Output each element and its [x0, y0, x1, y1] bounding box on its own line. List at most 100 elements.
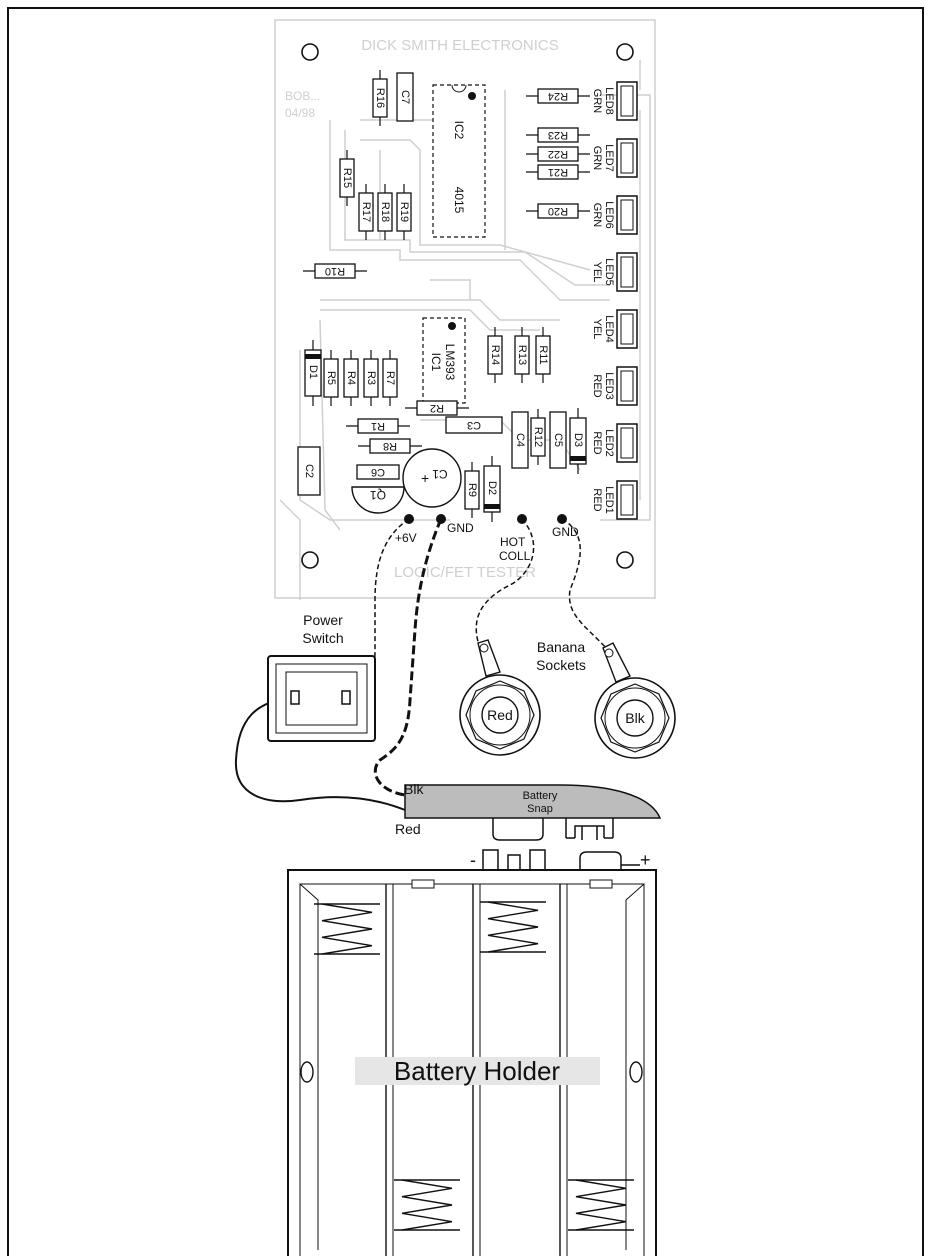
resistor-label: R1 — [371, 420, 385, 432]
spring-icon — [394, 1179, 460, 1231]
c1-polarity: + — [421, 470, 429, 486]
capacitor-label: C2 — [303, 464, 315, 478]
wire-red-label: Red — [395, 821, 421, 837]
resistor-label: R16 — [374, 88, 386, 108]
ic2-ref: IC2 — [452, 121, 466, 140]
pad-label-6v: +6V — [395, 531, 417, 545]
spring-icon — [480, 901, 546, 953]
pad-label-coll: COLL — [499, 549, 531, 563]
c1-ref: C1 — [432, 467, 448, 481]
ic1: IC1 LM393 — [422, 317, 466, 404]
resistor-r13: R13 — [514, 327, 530, 383]
resistor-r19: R19 — [396, 184, 412, 240]
led-ref-label: LED4 — [603, 315, 615, 343]
spring-icon — [314, 903, 380, 955]
capacitor-label: C6 — [371, 466, 385, 478]
pad-label-gnd: GND — [447, 521, 474, 535]
resistor-r9: R9 — [464, 462, 480, 518]
mounting-hole — [616, 43, 634, 61]
resistor-label: R13 — [516, 345, 528, 365]
ic1-part: LM393 — [443, 344, 457, 381]
resistor-r18: R18 — [377, 184, 393, 240]
resistor-r15: R15 — [339, 150, 355, 206]
mounting-hole — [301, 43, 319, 61]
led-color-label: GRN — [591, 146, 603, 171]
resistor-r17: R17 — [358, 184, 374, 240]
capacitor-label: C7 — [399, 90, 411, 104]
board-version-text: BOB... — [285, 89, 320, 103]
resistor-r4: R4 — [343, 350, 359, 406]
led-color-label: YEL — [591, 319, 603, 340]
resistor-label: R24 — [548, 90, 568, 102]
q1-ref: Q1 — [370, 488, 386, 502]
led-ref-label: LED3 — [603, 372, 615, 400]
resistor-label: R21 — [548, 166, 568, 178]
resistor-r1: R1 — [346, 418, 410, 434]
led-color-label: YEL — [591, 262, 603, 283]
resistor-r10: R10 — [303, 263, 367, 279]
resistor-label: R8 — [383, 440, 397, 452]
outer-frame — [7, 7, 924, 1256]
led-ref-label: LED2 — [603, 429, 615, 457]
led-ref-label: LED7 — [603, 144, 615, 172]
mounting-hole — [301, 551, 319, 569]
capacitor-c4: C4 — [511, 411, 529, 469]
resistor-label: R7 — [384, 371, 396, 385]
spring-icon — [568, 1179, 634, 1231]
resistor-r7: R7 — [382, 350, 398, 406]
wire-blk-label: Blk — [404, 781, 424, 797]
capacitor-c6: C6 — [356, 464, 400, 480]
resistor-label: R14 — [489, 345, 501, 365]
battery-holder-label: Battery Holder — [394, 1056, 561, 1086]
diode-d3: D3 — [569, 408, 587, 474]
pcb: DICK SMITH ELECTRONICS BOB... 04/98 LOGI… — [274, 19, 656, 600]
resistor-r20: R20 — [526, 203, 590, 219]
diode-label: D1 — [307, 365, 319, 379]
pcb-outline — [274, 19, 656, 599]
snap-label-2: Snap — [527, 803, 553, 815]
capacitor-label: C4 — [514, 433, 526, 447]
capacitor-c5: C5 — [549, 411, 567, 469]
resistor-r5: R5 — [323, 350, 339, 406]
power-switch-label-2: Switch — [302, 630, 343, 646]
resistor-r2: R2 — [405, 400, 469, 416]
resistor-r8: R8 — [358, 438, 422, 454]
wire-hot — [475, 518, 535, 649]
led-color-label: GRN — [591, 89, 603, 114]
led-ref-label: LED8 — [603, 87, 615, 115]
battery-springs — [314, 901, 634, 1231]
resistor-label: R17 — [360, 202, 372, 222]
resistor-label: R10 — [325, 265, 345, 277]
capacitor-label: C5 — [552, 433, 564, 447]
resistor-r22: R22 — [526, 146, 590, 162]
led-ref-label: LED1 — [603, 486, 615, 514]
led-ref-label: LED6 — [603, 201, 615, 229]
diode-label: D2 — [486, 481, 498, 495]
battery-snap: Battery Snap — [404, 784, 662, 841]
resistor-label: R2 — [430, 402, 444, 414]
resistor-label: R3 — [365, 371, 377, 385]
board-date-text: 04/98 — [285, 106, 315, 120]
resistor-label: R4 — [345, 371, 357, 385]
pad-label-gnd2: GND — [552, 525, 579, 539]
resistor-label: R11 — [537, 345, 549, 364]
resistor-label: R18 — [379, 202, 391, 222]
resistor-r16: R16 — [372, 70, 388, 126]
led-color-label: RED — [591, 431, 603, 454]
led-color-label: RED — [591, 488, 603, 511]
banana-socket-red: Red — [459, 639, 541, 756]
battery-holder: Battery Holder — [287, 869, 657, 1256]
diode-label: D3 — [572, 433, 584, 447]
resistor-r24: R24 — [526, 88, 590, 104]
